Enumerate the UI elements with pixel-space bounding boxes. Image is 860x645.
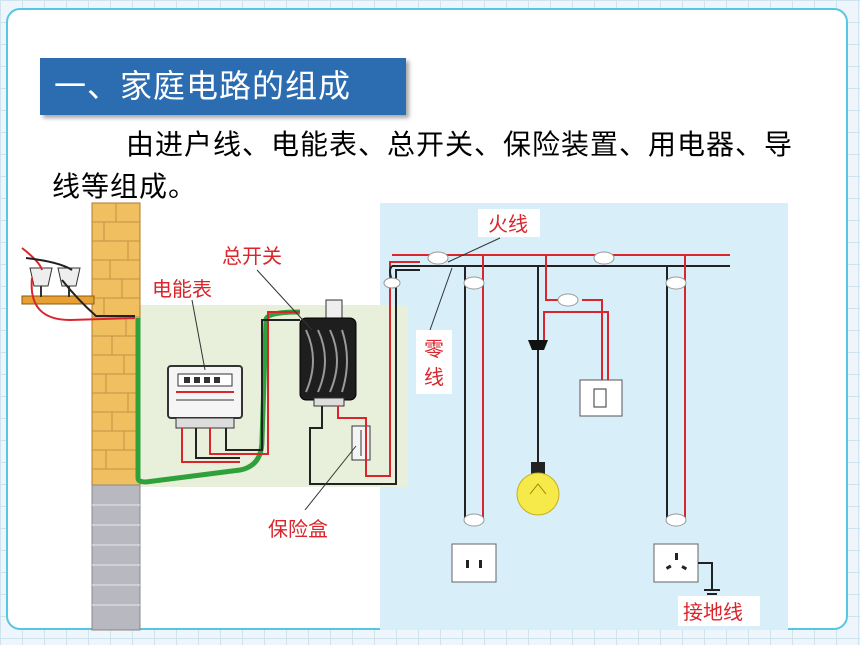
label-meter: 电能表 <box>152 277 212 301</box>
intro-paragraph: 由进户线、电能表、总开关、保险装置、用电器、导线等组成。 <box>52 128 794 203</box>
entry-conduit <box>135 309 301 485</box>
label-live-wire: 火线 <box>488 212 528 236</box>
label-ground-wire: 接地线 <box>683 600 743 624</box>
electric-meter <box>167 311 300 463</box>
brick-wall <box>91 202 141 631</box>
label-main-switch: 总开关 <box>222 244 282 268</box>
three-pin-socket <box>653 543 720 599</box>
label-fuse-box: 保险盒 <box>268 517 328 541</box>
section-title: 一、家庭电路的组成 <box>54 67 352 105</box>
entry-insulators <box>21 247 136 322</box>
two-pin-socket <box>451 543 497 583</box>
wall-switch <box>579 379 623 417</box>
label-neutral-wire-1: 零 <box>424 337 444 361</box>
light-bulb <box>516 340 560 516</box>
main-switch <box>299 299 357 407</box>
label-neutral-wire-2: 线 <box>424 365 444 389</box>
fuse-box <box>351 425 371 461</box>
section-title-box: 一、家庭电路的组成 <box>40 58 406 115</box>
